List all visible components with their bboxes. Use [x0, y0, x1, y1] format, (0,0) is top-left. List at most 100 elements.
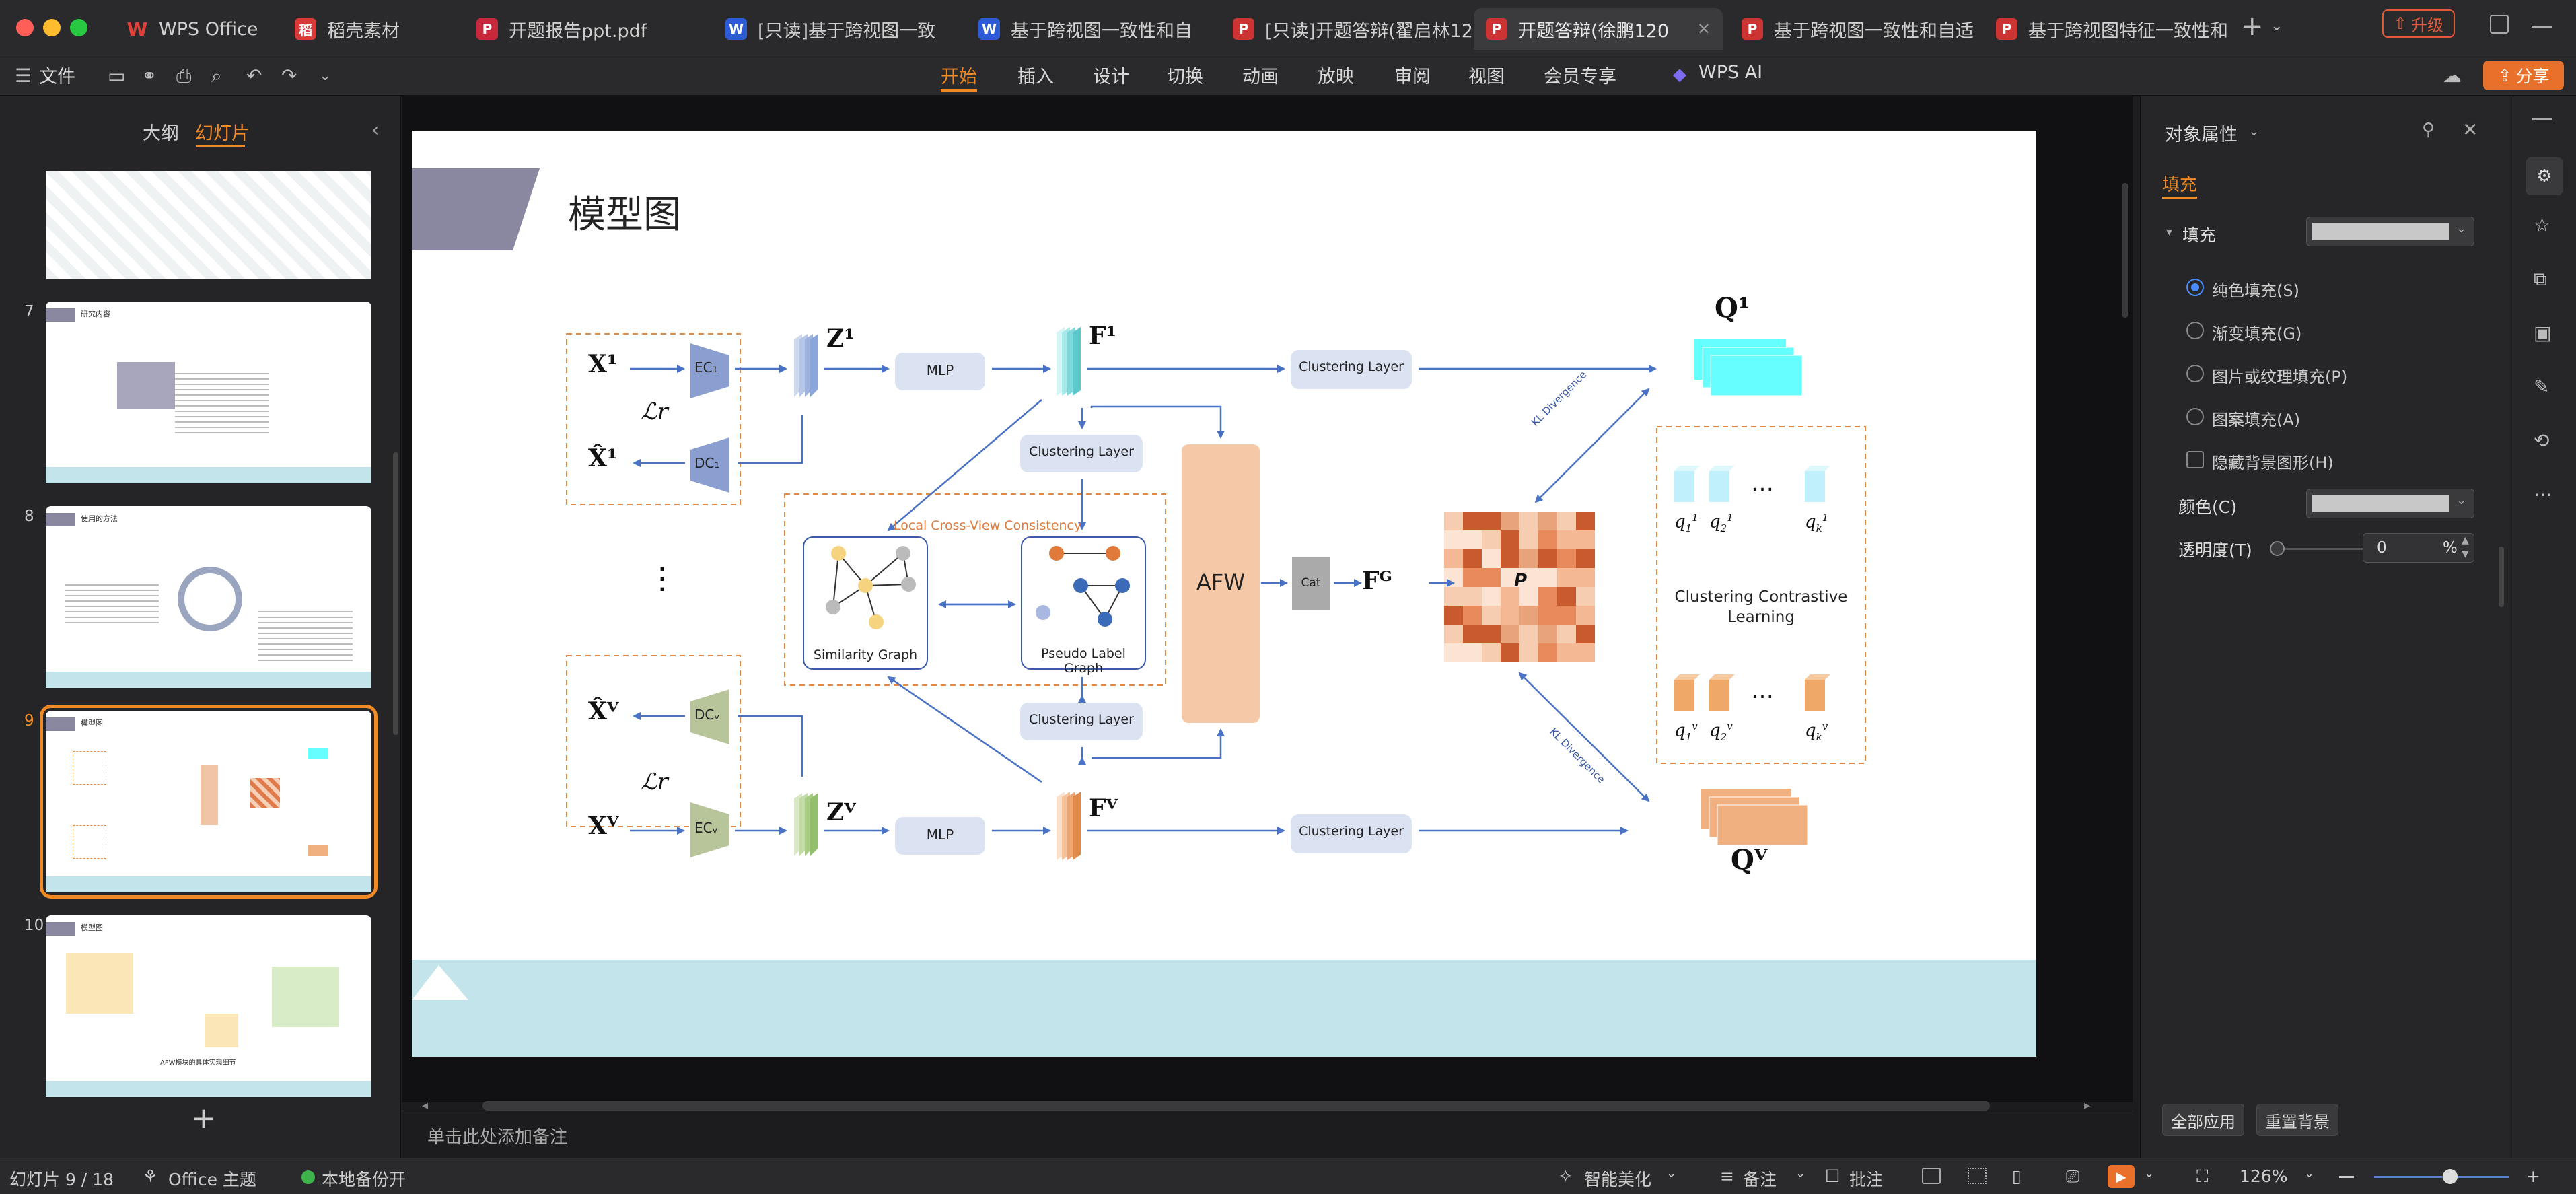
notes-chevron-icon[interactable]: ⌄	[1795, 1166, 1806, 1181]
color-dropdown[interactable]: ⌄	[2306, 489, 2474, 518]
menu-animation[interactable]: 动画	[1242, 67, 1279, 87]
menu-transition[interactable]: 切换	[1167, 67, 1203, 87]
vertical-scrollbar[interactable]	[2122, 183, 2128, 318]
fill-collapse-icon[interactable]: ▾	[2166, 225, 2173, 239]
zoom-slider-handle[interactable]	[2443, 1169, 2458, 1184]
print-icon[interactable]: ⎙	[176, 65, 192, 87]
slide-thumbnail-8[interactable]: 使用的方法	[46, 506, 371, 688]
image-edit-icon[interactable]: ▣	[2534, 322, 2552, 344]
grid-view-icon[interactable]	[1968, 1168, 1987, 1184]
panel-scrollbar[interactable]	[2499, 547, 2504, 607]
zoom-out-icon[interactable]	[2339, 1176, 2354, 1178]
slide-title[interactable]: 模型图	[568, 193, 681, 237]
horizontal-scrollbar[interactable]	[482, 1101, 1990, 1111]
current-slide[interactable]: 模型图 X¹ X̂¹ X̂ⱽ Xⱽ ℒr ℒr EC₁ DC₁ DCᵥ ECᵥ …	[412, 131, 2036, 1057]
stepper-down-icon[interactable]: ▼	[2462, 549, 2469, 559]
menu-design[interactable]: 设计	[1093, 67, 1129, 87]
menu-wps-ai[interactable]: WPS AI	[1698, 62, 1763, 83]
collapse-panel-icon[interactable]: ‹	[371, 118, 380, 141]
upgrade-button[interactable]: ⇧升级	[2382, 9, 2455, 38]
transparency-slider-handle[interactable]	[2270, 541, 2285, 556]
layers-icon[interactable]: ⧉	[2534, 268, 2547, 290]
apply-all-button[interactable]: 全部应用	[2162, 1104, 2244, 1136]
menu-member[interactable]: 会员专享	[1544, 67, 1616, 87]
add-slide-button[interactable]: +	[191, 1101, 216, 1135]
slide-thumbnail-10[interactable]: 模型图 AFW模块的具体实现细节	[46, 915, 371, 1097]
transparency-slider-track[interactable]	[2274, 548, 2368, 550]
comments-toggle[interactable]: 批注	[1849, 1170, 1884, 1189]
tab-daoke[interactable]: 稻稻壳素材	[283, 8, 451, 50]
quick-access-chevron-icon[interactable]: ⌄	[319, 67, 332, 84]
menu-review[interactable]: 审阅	[1394, 67, 1431, 87]
tab-slides[interactable]: 幻灯片	[195, 123, 250, 144]
normal-view-icon[interactable]	[1922, 1168, 1941, 1184]
properties-header[interactable]: 对象属性	[2165, 125, 2238, 145]
zoom-in-icon[interactable]: +	[2526, 1166, 2540, 1186]
share-link-icon[interactable]: ⚭	[141, 65, 157, 87]
pin-icon[interactable]: ⚲	[2422, 120, 2435, 140]
hide-bg-checkbox[interactable]	[2186, 451, 2204, 468]
properties-sliders-icon[interactable]: ⚙	[2526, 157, 2563, 195]
minimize-window-button[interactable]	[43, 19, 61, 36]
maximize-window-button[interactable]	[70, 19, 87, 36]
undo-icon[interactable]: ↶	[246, 65, 262, 87]
radio-pattern-fill[interactable]	[2186, 408, 2204, 425]
tab-outline[interactable]: 大纲	[143, 123, 179, 144]
tab-fill[interactable]: 填充	[2162, 175, 2198, 195]
presenter-view-icon[interactable]: ⎚	[2066, 1166, 2080, 1186]
menu-start[interactable]: 开始	[941, 67, 977, 87]
beautify-chevron-icon[interactable]: ⌄	[1666, 1166, 1677, 1181]
notes-icon[interactable]: ≡	[1720, 1166, 1734, 1186]
slide-thumbnail-9[interactable]: 模型图	[40, 705, 378, 899]
slide-thumbnail-6[interactable]	[46, 171, 371, 279]
save-icon[interactable]: ▭	[108, 65, 126, 87]
star-icon[interactable]: ☆	[2534, 214, 2551, 236]
menu-file[interactable]: 文件	[39, 67, 75, 87]
play-slideshow-button[interactable]: ▶	[2108, 1165, 2135, 1188]
redo-icon[interactable]: ↷	[281, 65, 297, 87]
scroll-left-icon[interactable]: ◂	[422, 1098, 429, 1113]
theme-name[interactable]: Office 主题	[168, 1170, 256, 1189]
smart-beautify[interactable]: 智能美化	[1584, 1170, 1652, 1189]
menu-view[interactable]: 视图	[1468, 67, 1505, 87]
tab-ppt-readonly[interactable]: P[只读]开题答辩(翟启林12	[1221, 8, 1473, 50]
close-tab-icon[interactable]: ✕	[1696, 20, 1711, 38]
history-icon[interactable]: ⟲	[2534, 429, 2550, 452]
more-icon[interactable]: ⋯	[2534, 483, 2552, 505]
window-mode-icon[interactable]	[2490, 15, 2509, 34]
beautify-icon[interactable]: ✧	[1559, 1166, 1573, 1186]
notes-toggle[interactable]: 备注	[1743, 1170, 1777, 1189]
menu-insert[interactable]: 插入	[1017, 67, 1054, 87]
share-button[interactable]: ⇪分享	[2483, 61, 2564, 90]
stepper-up-icon[interactable]: ▲	[2462, 535, 2469, 546]
scroll-right-icon[interactable]: ▸	[2084, 1098, 2091, 1113]
fill-color-dropdown[interactable]: ⌄	[2306, 217, 2474, 246]
tools-icon[interactable]: ✎	[2534, 376, 2550, 398]
notes-area[interactable]: 单击此处添加备注	[402, 1111, 2133, 1158]
tab-doc-readonly[interactable]: W[只读]基于跨视图一致	[713, 8, 956, 50]
radio-gradient-fill[interactable]	[2186, 322, 2204, 339]
reading-view-icon[interactable]: ▯	[2012, 1166, 2022, 1186]
thumbnail-scrollbar[interactable]	[393, 452, 398, 735]
close-panel-icon[interactable]: ✕	[2462, 118, 2478, 141]
menu-hamburger-icon[interactable]: ☰	[15, 65, 32, 87]
minimize-icon[interactable]	[2532, 26, 2552, 28]
backup-status[interactable]: 本地备份开	[322, 1170, 406, 1189]
notes-placeholder[interactable]: 单击此处添加备注	[427, 1127, 568, 1148]
fit-window-icon[interactable]: ⛶	[2196, 1166, 2209, 1186]
close-window-button[interactable]	[16, 19, 34, 36]
reset-background-button[interactable]: 重置背景	[2256, 1104, 2338, 1136]
tab-list-chevron-icon[interactable]: ⌄	[2270, 17, 2283, 34]
print-preview-icon[interactable]: ⌕	[211, 65, 222, 87]
zoom-level[interactable]: 126%	[2240, 1166, 2288, 1186]
radio-solid-fill[interactable]	[2186, 279, 2204, 296]
theme-icon[interactable]: ⚘	[143, 1166, 158, 1186]
transparency-input[interactable]: 0 % ▲ ▼	[2363, 533, 2474, 563]
slide-thumbnail-7[interactable]: 研究内容	[46, 302, 371, 483]
collapse-sidebar-icon[interactable]	[2532, 118, 2552, 120]
